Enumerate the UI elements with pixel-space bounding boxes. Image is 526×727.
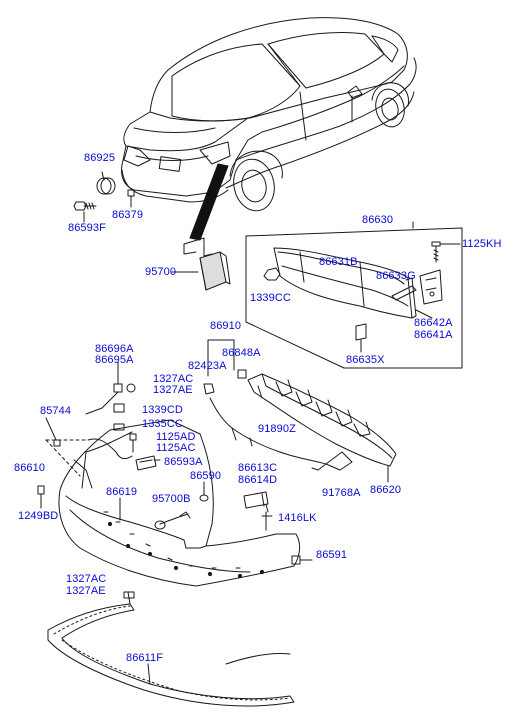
label-1327AC-top: 1327AC — [153, 373, 194, 385]
car-rear-view — [121, 17, 417, 212]
label-1335CC: 1335CC — [142, 418, 183, 430]
label-86630: 86630 — [362, 214, 394, 226]
label-86610: 86610 — [14, 462, 46, 474]
wiring-harness-91890Z — [209, 397, 353, 471]
label-1125AC: 1125AC — [156, 442, 196, 454]
label-1125AD: 1125AD — [156, 431, 196, 443]
label-86642A: 86642A — [414, 317, 453, 329]
label-86696A: 86696A — [95, 343, 134, 355]
label-1339CC: 1339CC — [250, 292, 291, 304]
label-85744: 85744 — [40, 405, 72, 417]
label-86910: 86910 — [210, 320, 242, 332]
label-86631B: 86631B — [319, 256, 358, 268]
label-1327AC-bottom: 1327AC — [66, 573, 107, 585]
label-95700: 95700 — [145, 266, 177, 278]
label-86611F: 86611F — [126, 652, 164, 664]
bracket-95700 — [171, 237, 231, 291]
label-1125KH: 1125KH — [462, 238, 502, 250]
label-86614D: 86614D — [238, 474, 278, 486]
label-86590: 86590 — [190, 470, 222, 482]
car-small-parts — [73, 171, 135, 223]
lower-skirt-86611F — [47, 591, 295, 707]
label-86635X: 86635X — [346, 354, 385, 366]
energy-absorber-86620 — [247, 373, 397, 467]
beam-assembly-box — [245, 221, 463, 369]
label-1327AE-bottom: 1327AE — [66, 585, 106, 597]
label-86591: 86591 — [316, 549, 348, 561]
label-86925: 86925 — [84, 152, 116, 164]
label-1327AE-top: 1327AE — [153, 384, 193, 396]
label-95700B: 95700B — [152, 493, 191, 505]
label-86620: 86620 — [370, 484, 402, 496]
label-91890Z: 91890Z — [258, 423, 296, 435]
label-86619: 86619 — [106, 486, 138, 498]
label-1339CD: 1339CD — [142, 404, 183, 416]
label-86641A: 86641A — [414, 329, 453, 341]
callout-arrow — [189, 163, 229, 241]
label-91768A: 91768A — [322, 487, 361, 499]
label-1416LK: 1416LK — [278, 512, 317, 524]
label-86848A: 86848A — [222, 347, 261, 359]
label-86613C: 86613C — [238, 462, 278, 474]
label-1249BD: 1249BD — [18, 510, 59, 522]
bumper-cover-86610 — [58, 419, 301, 587]
label-86379: 86379 — [112, 209, 144, 221]
label-86633G: 86633G — [376, 270, 416, 282]
fasteners-and-leaders — [37, 339, 389, 565]
label-86695A: 86695A — [95, 354, 134, 366]
label-86593F: 86593F — [68, 222, 106, 234]
label-86593A: 86593A — [164, 456, 203, 468]
label-82423A: 82423A — [188, 360, 227, 372]
